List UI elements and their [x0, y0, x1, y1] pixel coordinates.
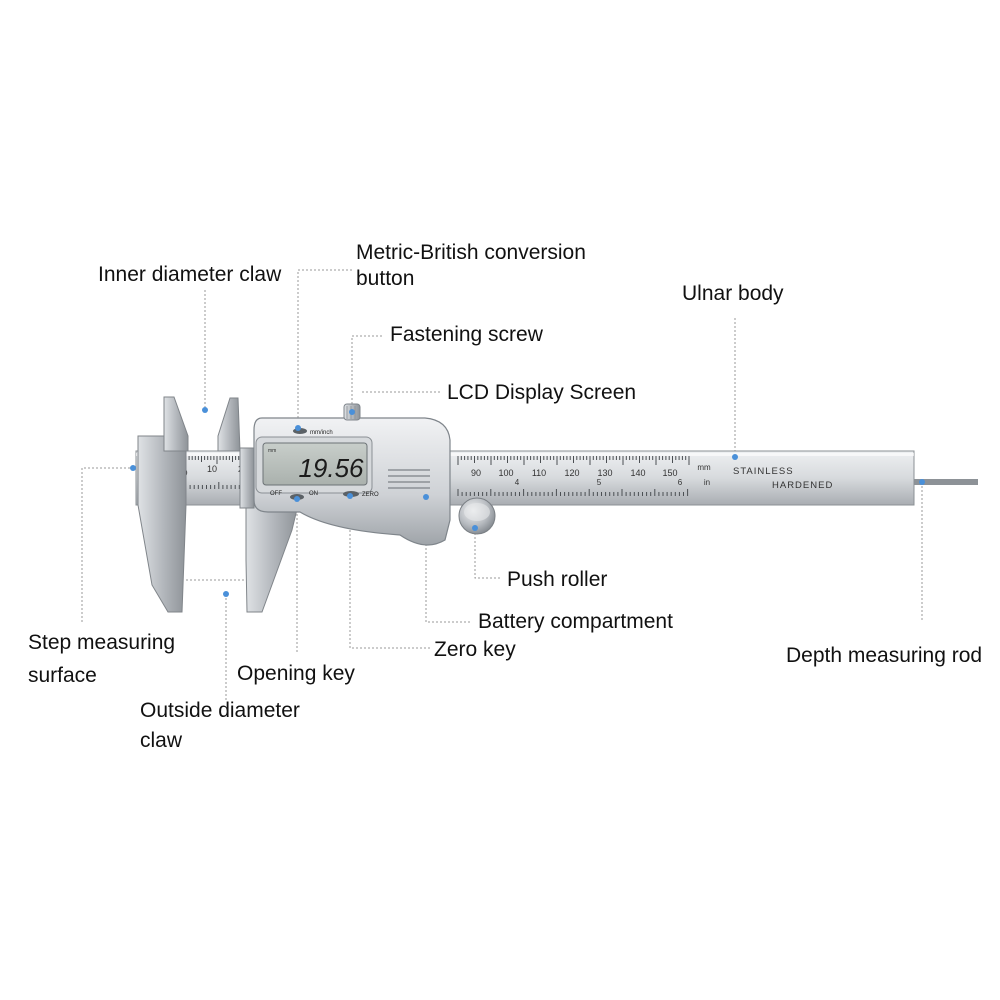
label-battery-compartment: Battery compartment: [478, 610, 673, 633]
dot-outside-claw: [223, 591, 229, 597]
label-depth-measuring-rod: Depth measuring rod: [786, 644, 983, 667]
scale-ticks-top: [185, 456, 690, 465]
moving-outside-jaw: [245, 504, 299, 613]
beam-highlight: [136, 453, 914, 456]
leader-battery: [425, 498, 470, 623]
zero-button-text: ZERO: [362, 492, 379, 498]
leader-metric-british: [297, 269, 352, 428]
scale-mm-120: 120: [564, 468, 579, 478]
dot-ulnar-body: [732, 454, 738, 460]
dot-zero-key: [347, 493, 353, 499]
dot-inner-claw: [202, 407, 208, 413]
scale-left-10: 10: [207, 464, 217, 474]
dot-battery: [423, 494, 429, 500]
label-zero-key: Zero key: [434, 638, 516, 661]
mm-inch-button-text: mm/inch: [310, 430, 333, 436]
label-outside-diameter-line1: Outside diameter: [140, 699, 300, 722]
fixed-outside-jaw: [137, 435, 187, 613]
moving-inner-claw: [217, 397, 241, 452]
marker-dots: [130, 407, 925, 597]
label-lcd-display-screen: LCD Display Screen: [447, 381, 637, 404]
dot-opening-key: [294, 496, 300, 502]
leader-step-surface: [81, 467, 133, 622]
label-outside-diameter-line2: claw: [140, 729, 183, 752]
depth-measuring-rod: [905, 479, 978, 485]
label-fastening-screw: Fastening screw: [390, 323, 543, 346]
stainless-label: STAINLESS: [733, 466, 794, 477]
scale-mm-unit: mm: [697, 463, 711, 472]
label-opening-key: Opening key: [237, 662, 355, 685]
lcd-display-screen: [262, 442, 368, 486]
lcd-reading: 19.56: [298, 453, 364, 483]
dot-metric-british: [295, 425, 301, 431]
scale-mm-140: 140: [630, 468, 645, 478]
dot-step-surface: [130, 465, 136, 471]
scale-mm-130: 130: [597, 468, 612, 478]
on-button-text: ON: [309, 491, 318, 497]
leader-fastening-screw: [351, 335, 382, 412]
dot-push-roller: [472, 525, 478, 531]
label-metric-british-line1: Metric-British conversion: [356, 241, 586, 264]
lcd-unit: mm: [268, 448, 276, 454]
label-push-roller: Push roller: [507, 568, 608, 591]
head-grill: [388, 469, 430, 489]
label-ulnar-body: Ulnar body: [682, 282, 784, 305]
label-step-measuring-line2: surface: [28, 664, 97, 687]
dot-depth-rod: [919, 479, 925, 485]
leader-lines: [81, 269, 923, 700]
scale-mm-110: 110: [532, 468, 546, 478]
leader-zero-key: [349, 496, 430, 649]
scale-mm-150: 150: [662, 468, 677, 478]
slider-body: [239, 447, 255, 509]
off-button-text: OFF: [270, 491, 282, 497]
scale-mm-100: 100: [498, 468, 513, 478]
hardened-label: HARDENED: [772, 480, 833, 491]
dot-fastening-screw: [349, 409, 355, 415]
label-step-measuring-line1: Step measuring: [28, 631, 176, 654]
scale-inch-6: 6: [678, 478, 683, 487]
leader-push-roller: [474, 528, 500, 579]
label-inner-diameter-claw: Inner diameter claw: [98, 263, 282, 286]
caliper: 0 10 20 90 100 110 120 130 140 150 4 5 6…: [135, 396, 978, 613]
label-metric-british-line2: button: [356, 267, 415, 290]
scale-inch-5: 5: [597, 478, 602, 487]
scale-inch-4: 4: [515, 478, 520, 487]
scale-mm-90: 90: [471, 468, 481, 478]
fixed-inner-claw: [163, 396, 189, 452]
scale-in-unit: in: [704, 478, 710, 487]
push-roller-face: [464, 503, 490, 521]
